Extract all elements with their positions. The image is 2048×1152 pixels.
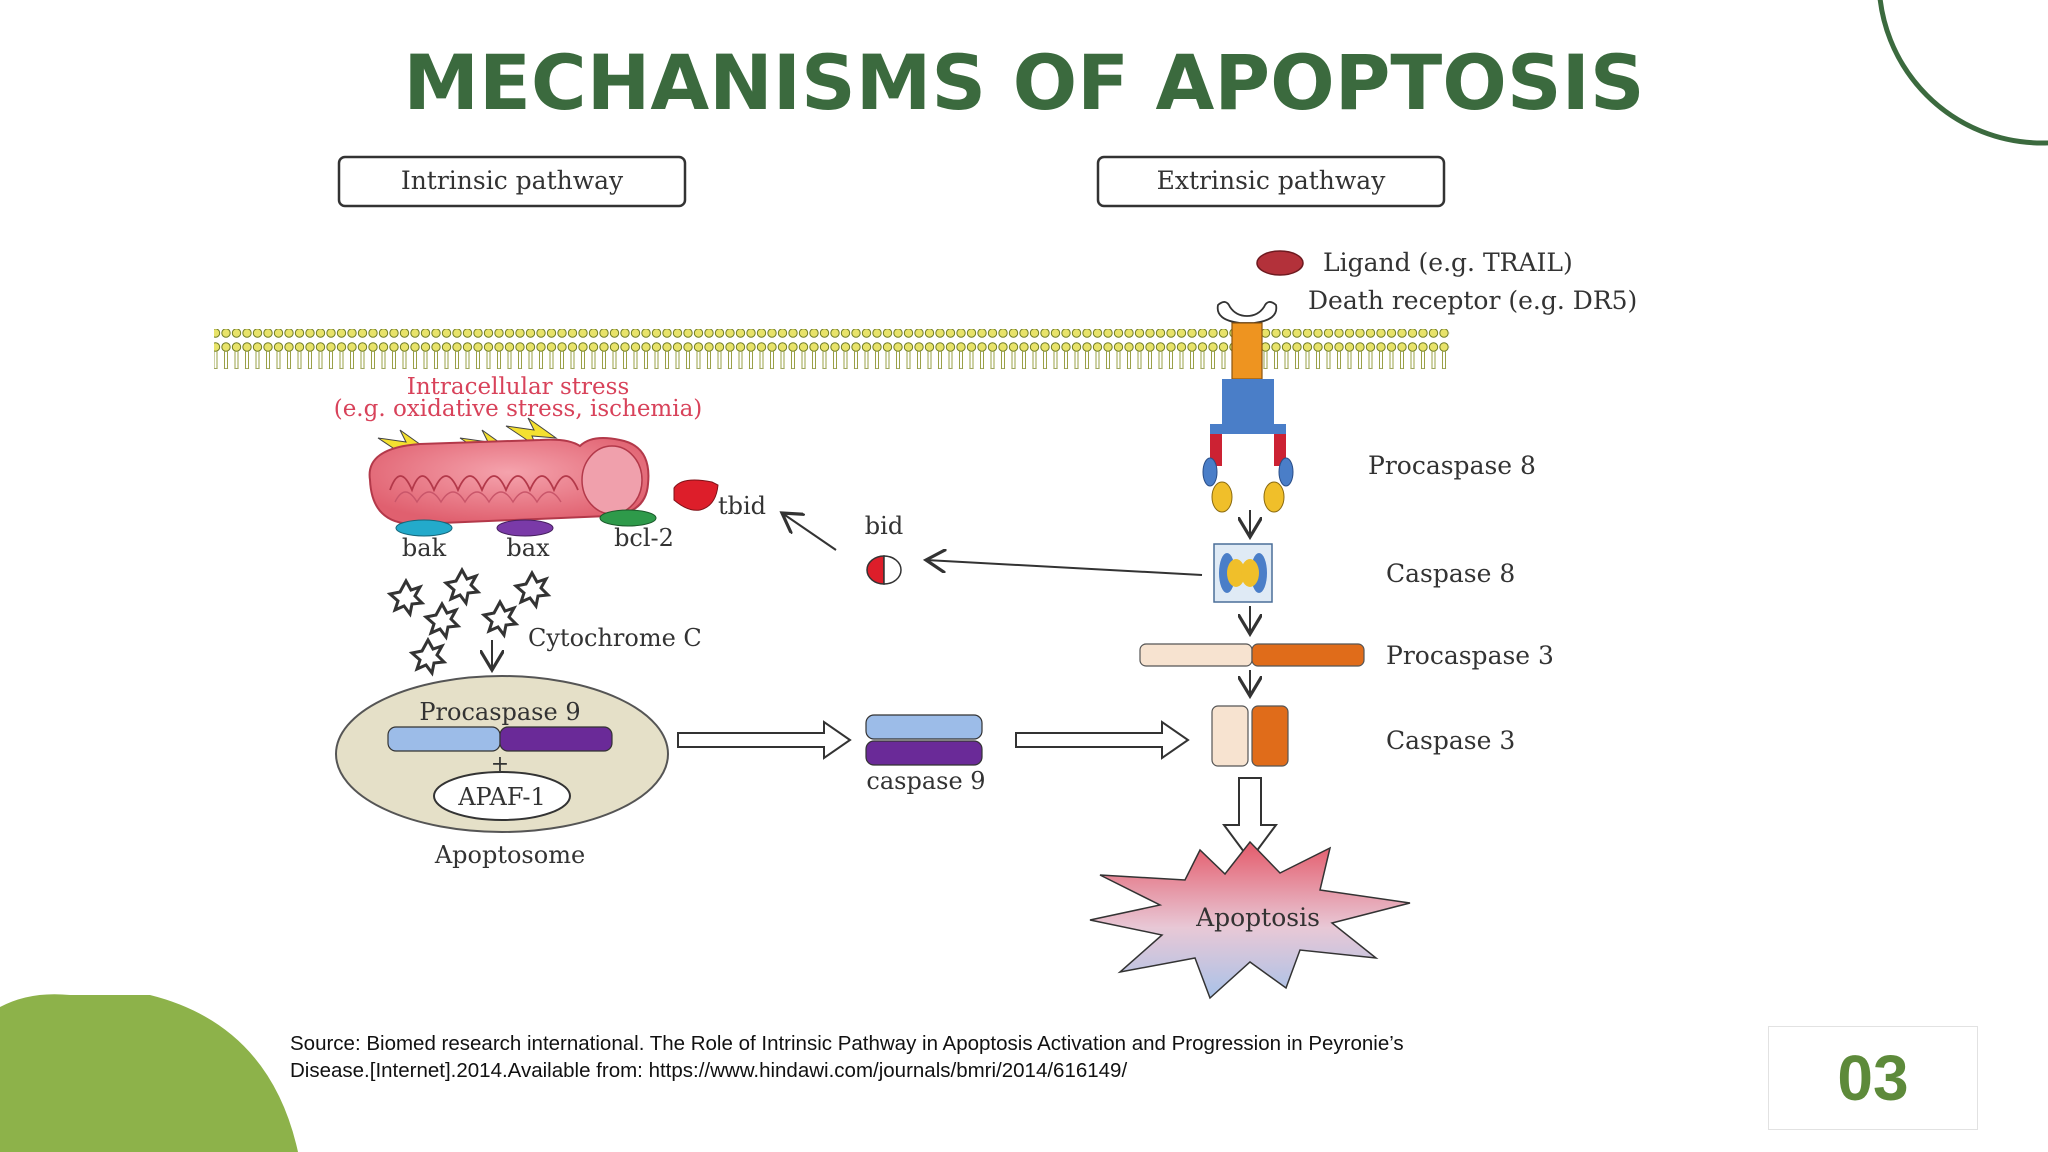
cytochrome-c-icons	[386, 566, 552, 677]
extrinsic-pathway-label: Extrinsic pathway	[1157, 166, 1387, 195]
intracellular-stress-example: (e.g. oxidative stress, ischemia)	[334, 396, 703, 422]
bax-label: bax	[506, 534, 550, 562]
mitochondrion-icon	[368, 437, 650, 526]
cell-membrane	[214, 329, 1450, 369]
source-line-1: Source: Biomed research international. T…	[290, 1032, 1404, 1055]
bak-label: bak	[402, 534, 447, 562]
down-hollow-arrow	[1222, 777, 1278, 862]
bottom-left-green-shape	[0, 994, 298, 1152]
apaf1-label: APAF-1	[457, 783, 546, 811]
intrinsic-pathway-box: Intrinsic pathway	[337, 155, 687, 208]
page-number-box: 03	[1768, 1026, 1978, 1130]
bak-icon	[395, 519, 453, 537]
apoptosis-label: Apoptosis	[1195, 903, 1320, 932]
intrinsic-pathway-label: Intrinsic pathway	[401, 166, 624, 195]
bax-icon	[496, 519, 554, 537]
caspase-9-icon	[865, 714, 983, 766]
bcl2-icon	[599, 509, 657, 527]
source-citation: Source: Biomed research international. T…	[290, 1030, 1590, 1084]
caspase-9-label: caspase 9	[866, 767, 985, 795]
intracellular-stress-label: Intracellular stress	[407, 374, 630, 400]
caspase-3-label: Caspase 3	[1386, 726, 1515, 755]
caspase-8-icon	[1213, 543, 1273, 603]
plus-sign: +	[491, 752, 509, 777]
death-receptor-label: Death receptor (e.g. DR5)	[1308, 286, 1637, 315]
slide-title: MECHANISMS OF APOPTOSIS	[403, 38, 1645, 127]
bid-label: bid	[865, 512, 903, 540]
procaspase-8-label: Procaspase 8	[1368, 451, 1536, 480]
right-hollow-arrow-2	[1015, 720, 1190, 760]
top-right-arc-decoration	[1877, 0, 2048, 146]
apoptosis-pathway-diagram: Intrinsic pathway Extrinsic pathway Liga…	[214, 155, 1637, 1000]
cytochrome-c-label: Cytochrome C	[528, 624, 702, 652]
apoptosome-label: Apoptosome	[434, 841, 585, 869]
procaspase-3-label: Procaspase 3	[1386, 641, 1554, 670]
tbid-icon	[673, 479, 719, 511]
procaspase-8-icon	[1202, 457, 1294, 513]
source-line-2: Disease.[Internet].2014.Available from: …	[290, 1059, 1128, 1082]
ligand-label: Ligand (e.g. TRAIL)	[1323, 248, 1573, 277]
tbid-label: tbid	[718, 492, 766, 520]
ligand-icon	[1256, 250, 1304, 276]
caspase-3-icon	[1211, 705, 1289, 767]
apoptosome-icon	[335, 675, 669, 833]
caspase-8-label: Caspase 8	[1386, 559, 1515, 588]
bcl2-label: bcl-2	[614, 524, 674, 552]
right-hollow-arrow-1	[677, 720, 852, 760]
apoptosis-burst-icon	[1089, 840, 1411, 1000]
death-receptor-icon	[1210, 301, 1286, 466]
procaspase-9-label: Procaspase 9	[419, 698, 580, 726]
extrinsic-pathway-box: Extrinsic pathway	[1096, 155, 1446, 208]
bid-icon	[866, 555, 902, 585]
procaspase-3-icon	[1139, 643, 1365, 667]
page-number: 03	[1837, 1042, 1909, 1114]
